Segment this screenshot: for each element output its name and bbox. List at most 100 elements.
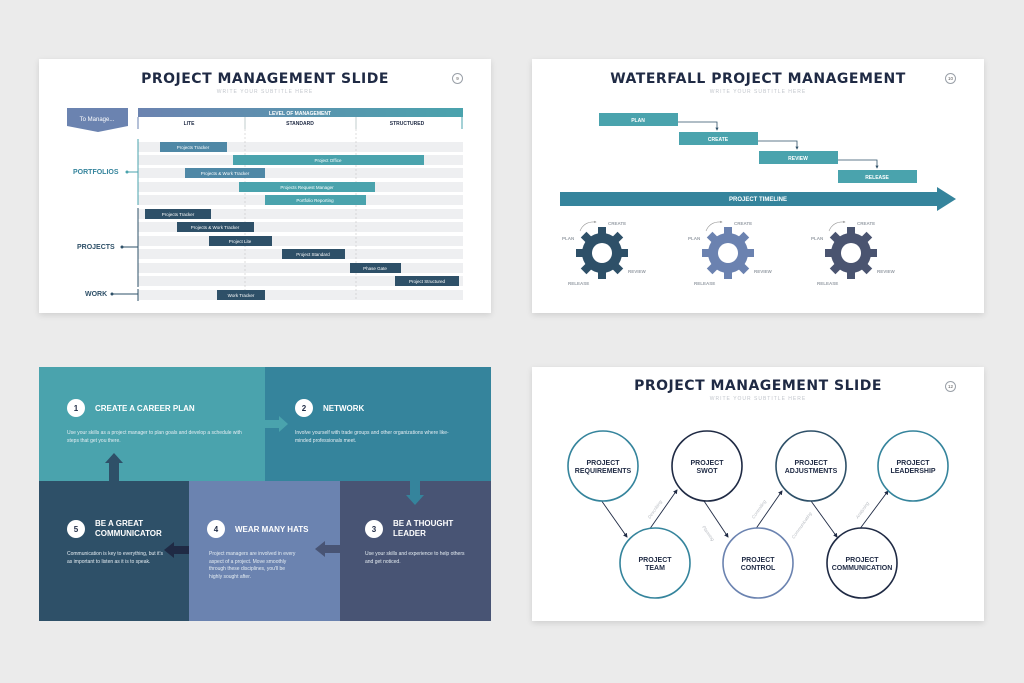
- waterfall-step-label: PLAN: [631, 118, 645, 124]
- gear-label-release: RELEASE: [817, 281, 838, 286]
- slide-title: PROJECT MANAGEMENT SLIDE: [141, 71, 389, 87]
- node-circle: [722, 527, 794, 599]
- gantt-bar: [217, 290, 265, 300]
- group-projects: PROJECTS: [77, 244, 115, 251]
- gantt-bar-label: Projects Tracker: [177, 145, 210, 150]
- project-flow-diagram: Describing Planning Controlling Communic…: [567, 430, 949, 599]
- gantt-bar: [209, 236, 272, 246]
- gear-label-plan: PLAN: [562, 236, 574, 241]
- gantt-bar-label: Project Office: [315, 158, 342, 163]
- connector-label: Communicating: [791, 511, 813, 540]
- step-body: Use your skills as a project manager to …: [67, 430, 242, 444]
- step-title: WEAR MANY HATS: [235, 524, 309, 534]
- waterfall-step-plan: [599, 113, 678, 126]
- step-body: Use your skills and experience to help o…: [365, 551, 465, 565]
- gantt-bar-label: Work Tracker: [228, 293, 255, 298]
- gear-label-review: REVIEW: [628, 269, 647, 274]
- step-number: 1: [67, 399, 85, 417]
- timeline-label: PROJECT TIMELINE: [729, 197, 787, 203]
- step-body: Project managers are involved in every a…: [209, 551, 296, 580]
- node-circle: [826, 527, 898, 599]
- slide-project-management-gantt[interactable]: PROJECT MANAGEMENT SLIDE WRITE YOUR SUBT…: [39, 59, 491, 313]
- gantt-bar: [395, 276, 459, 286]
- step-cell-4: 4 WEAR MANY HATS Project managers are in…: [189, 481, 340, 621]
- node-circle: [877, 430, 949, 502]
- slide-title: PROJECT MANAGEMENT SLIDE: [634, 378, 882, 394]
- gantt-bar-label: Projects & Work Tracker: [191, 225, 240, 230]
- slide-subtitle: WRITE YOUR SUBTITLE HERE: [709, 89, 807, 95]
- slide-career-steps[interactable]: 1 CREATE A CAREER PLAN Use your skills a…: [39, 367, 491, 621]
- gantt-bar: [265, 195, 366, 205]
- gear-label-review: REVIEW: [754, 269, 773, 274]
- waterfall-step-label: REVIEW: [788, 156, 808, 162]
- group-work: WORK: [85, 291, 107, 298]
- step-cell-2: 2 NETWORK Involve yourself with trade gr…: [265, 367, 491, 481]
- arrow-right-icon: [265, 416, 288, 432]
- manage-tag-label: To Manage...: [80, 117, 115, 123]
- gantt-bar: [239, 182, 375, 192]
- step-title: BE A THOUGHT LEADER: [393, 519, 454, 538]
- level-header-bar: [138, 108, 463, 117]
- step-number: 5: [67, 520, 85, 538]
- gantt-bar: [350, 263, 401, 273]
- gantt-bar: [145, 209, 211, 219]
- slide-waterfall[interactable]: WATERFALL PROJECT MANAGEMENT WRITE YOUR …: [532, 59, 984, 313]
- step-number: 3: [365, 520, 383, 538]
- waterfall-step-label: CREATE: [708, 137, 729, 143]
- connector-label: Planning: [701, 525, 715, 543]
- waterfall-step-create: [679, 132, 758, 145]
- slide-title: WATERFALL PROJECT MANAGEMENT: [610, 71, 906, 87]
- gantt-bar-label: Projects Tracker: [162, 212, 195, 217]
- column-standard: STANDARD: [286, 121, 314, 127]
- step-title: NETWORK: [323, 403, 365, 413]
- group-portfolios: PORTFOLIOS: [73, 169, 119, 176]
- waterfall-step-label: RELEASE: [865, 175, 889, 181]
- step-number: 2: [295, 399, 313, 417]
- waterfall-diagram: PLAN CREATE REVIEW RELEASE PROJECT TIMEL…: [560, 113, 956, 286]
- arrow-left-icon: [315, 541, 340, 557]
- gear-label-create: CREATE: [608, 221, 626, 226]
- gantt-bar-label: Projects Request Manager: [280, 185, 334, 190]
- gantt-bar: [160, 142, 227, 152]
- arrow-up-icon: [105, 453, 123, 481]
- gear-label-create: CREATE: [734, 221, 752, 226]
- gantt-bar: [185, 168, 265, 178]
- arrow-down-icon: [406, 481, 424, 505]
- gantt-bar-label: Projects & Work Tracker: [201, 171, 250, 176]
- column-lite: LITE: [184, 121, 195, 127]
- waterfall-step-review: [759, 151, 838, 164]
- step-arrows: [105, 416, 424, 558]
- gear-icon: [576, 227, 628, 279]
- node-circle: [671, 430, 743, 502]
- step-number: 4: [207, 520, 225, 538]
- gantt-bar-label: Portfolio Reporting: [296, 198, 334, 203]
- gear-label-plan: PLAN: [688, 236, 700, 241]
- gantt-bar-label: Project Structured: [409, 279, 446, 284]
- level-header-label: LEVEL OF MANAGEMENT: [269, 111, 331, 117]
- gantt-bar: [282, 249, 345, 259]
- project-timeline-arrow: [560, 187, 956, 211]
- gantt-bar: [177, 222, 254, 232]
- node-circle: [567, 430, 639, 502]
- gear-icon: [702, 227, 754, 279]
- slide-project-flow[interactable]: PROJECT MANAGEMENT SLIDE WRITE YOUR SUBT…: [532, 367, 984, 621]
- step-cell-5: 5 BE A GREAT COMMUNICATOR Communication …: [39, 481, 189, 621]
- gear-icon: [825, 227, 877, 279]
- gear-label-plan: PLAN: [811, 236, 823, 241]
- manage-tag-shape: [67, 108, 128, 132]
- gantt-bar-label: Project Standard: [296, 252, 330, 257]
- slide-number: 9: [452, 73, 463, 84]
- step-cell-1: 1 CREATE A CAREER PLAN Use your skills a…: [39, 367, 265, 481]
- connector-label: Describing: [647, 499, 664, 520]
- step-title: CREATE A CAREER PLAN: [95, 403, 195, 413]
- slide-number: 12: [945, 381, 956, 392]
- gantt-diagram: To Manage... LEVEL OF MANAGEMENT LITE ST…: [67, 108, 463, 301]
- step-title: BE A GREAT COMMUNICATOR: [95, 519, 162, 538]
- gear-label-create: CREATE: [857, 221, 875, 226]
- waterfall-step-release: [838, 170, 917, 183]
- gear-label-release: RELEASE: [568, 281, 589, 286]
